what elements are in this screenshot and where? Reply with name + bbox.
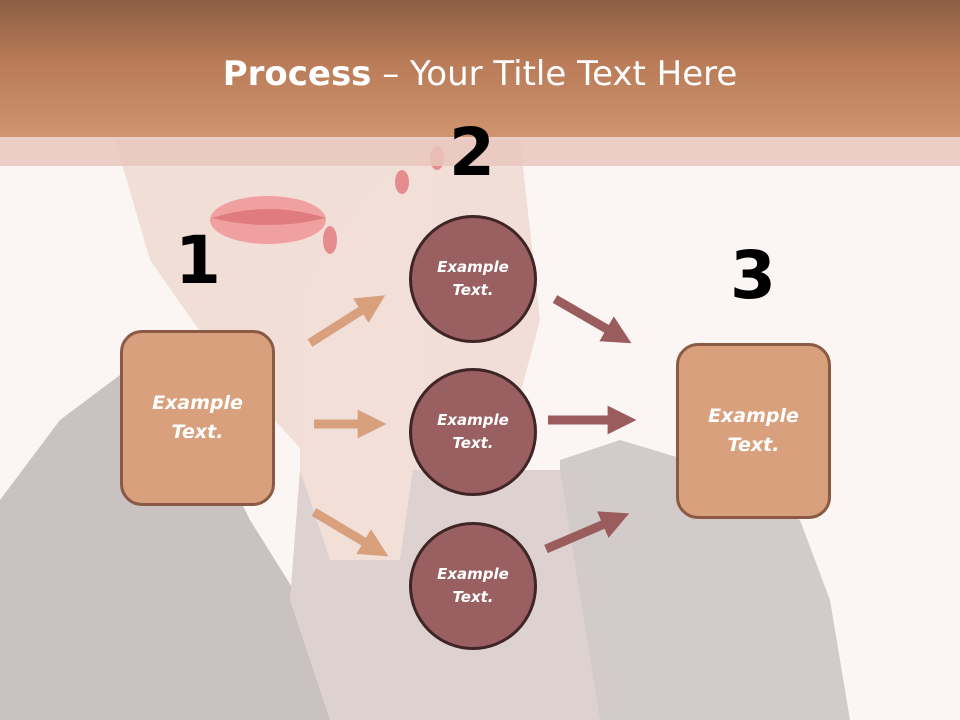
header-strip xyxy=(0,137,960,166)
step-3-box-text: Example Text. xyxy=(708,405,799,456)
title-rest: – Your Title Text Here xyxy=(371,54,738,94)
step-2-circle-bottom[interactable]: Example Text. xyxy=(409,522,537,650)
step-3-number: 3 xyxy=(730,237,776,314)
step-1-number: 1 xyxy=(175,222,221,299)
title-bold: Process xyxy=(222,54,372,94)
step-2-circle-middle-text: Example Text. xyxy=(437,411,509,452)
step-3-box[interactable]: Example Text. xyxy=(676,343,831,519)
step-2-circle-middle[interactable]: Example Text. xyxy=(409,368,537,496)
header-band xyxy=(0,0,960,137)
step-2-circle-top[interactable]: Example Text. xyxy=(409,215,537,343)
step-2-circle-bottom-text: Example Text. xyxy=(437,565,509,606)
step-1-box-text: Example Text. xyxy=(152,392,243,443)
step-2-circle-top-text: Example Text. xyxy=(437,258,509,299)
page-title: Process – Your Title Text Here xyxy=(0,52,960,96)
step-1-box[interactable]: Example Text. xyxy=(120,330,275,506)
step-2-number: 2 xyxy=(449,114,495,191)
